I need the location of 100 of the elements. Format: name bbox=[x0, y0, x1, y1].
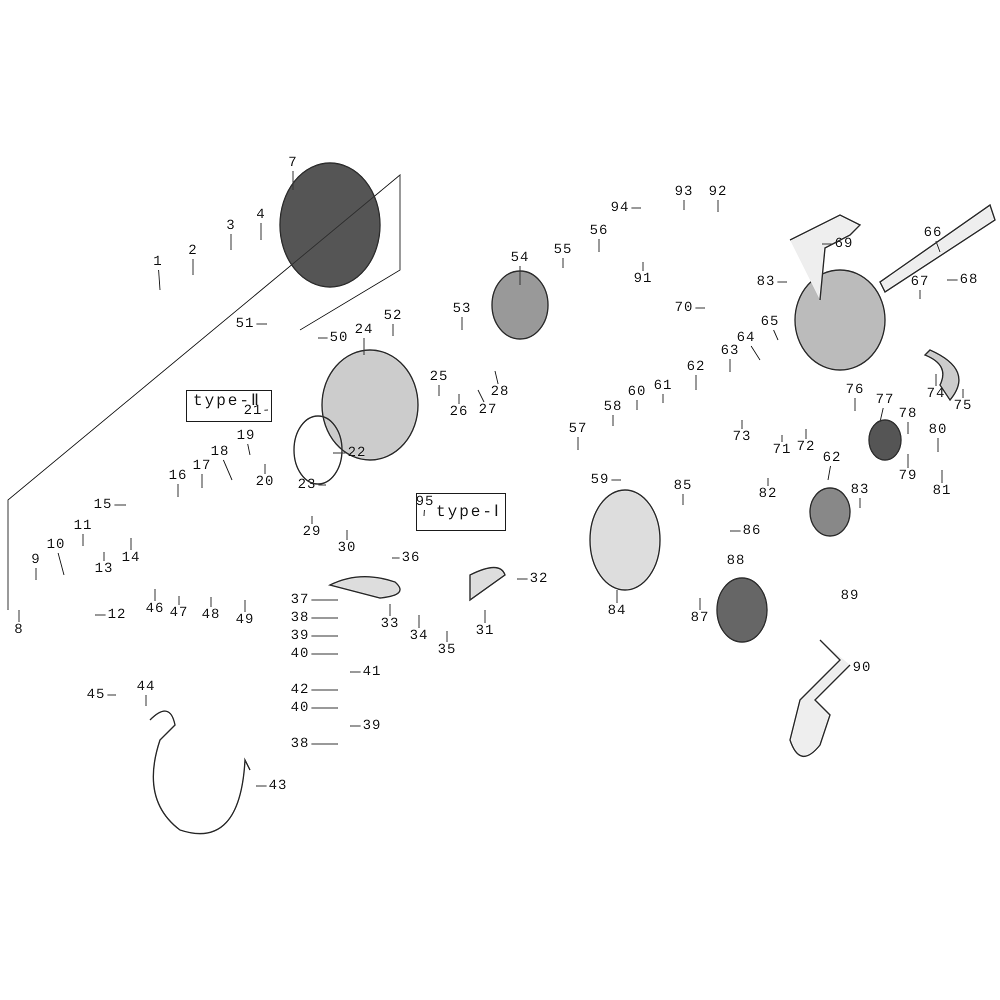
callout-number: 88 bbox=[726, 554, 746, 568]
callout-number: 76 bbox=[844, 383, 866, 397]
callout-number: 83 bbox=[756, 275, 776, 289]
callout-number: 38 bbox=[290, 611, 310, 625]
callout-number: 81 bbox=[932, 484, 952, 498]
leader-line bbox=[318, 484, 326, 486]
callout-number: 94 bbox=[610, 201, 630, 215]
callout-number: 17 bbox=[192, 459, 212, 473]
leader-line bbox=[264, 464, 266, 474]
callout-number: 90 bbox=[852, 661, 872, 675]
callout-number: 51 bbox=[234, 317, 256, 331]
callout-number: 28 bbox=[490, 385, 510, 399]
callout-number: 49 bbox=[234, 613, 256, 627]
callout-number: 33 bbox=[380, 617, 400, 631]
callout-number: 57 bbox=[568, 422, 588, 436]
callout-number: 91 bbox=[632, 272, 654, 286]
callout-number: 66 bbox=[922, 226, 944, 240]
callout-number: 36 bbox=[400, 551, 422, 565]
leader-line bbox=[424, 510, 425, 516]
callout-number: 37 bbox=[290, 593, 310, 607]
leader-line bbox=[516, 578, 528, 580]
callout-number: 40 bbox=[290, 647, 310, 661]
callout-number: 31 bbox=[474, 624, 496, 638]
callout-number: 65 bbox=[760, 315, 780, 329]
leader-line bbox=[82, 534, 84, 546]
leader-line bbox=[247, 444, 250, 456]
callout-number: 24 bbox=[354, 323, 374, 337]
leader-line bbox=[222, 460, 232, 480]
leader-line bbox=[484, 610, 486, 624]
leader-line bbox=[682, 494, 684, 506]
callout-number: 61 bbox=[652, 379, 674, 393]
leader-line bbox=[438, 384, 440, 396]
callout-number: 62 bbox=[822, 451, 842, 465]
leader-line bbox=[264, 410, 268, 411]
callout-number: 1 bbox=[152, 255, 164, 269]
callout-number: 39 bbox=[290, 629, 310, 643]
leader-line bbox=[230, 234, 232, 250]
leader-line bbox=[494, 370, 499, 384]
callout-number: 56 bbox=[588, 224, 610, 238]
callout-number: 42 bbox=[290, 683, 310, 697]
callout-number: 27 bbox=[478, 403, 498, 417]
leader-line bbox=[636, 400, 638, 410]
leader-line bbox=[662, 394, 664, 404]
callout-number: 55 bbox=[552, 243, 574, 257]
callout-number: 59 bbox=[590, 473, 610, 487]
leader-line bbox=[114, 504, 126, 506]
callout-number: 58 bbox=[602, 400, 624, 414]
callout-number: 74 bbox=[926, 387, 946, 401]
leader-line bbox=[154, 588, 156, 602]
callout-number: 22 bbox=[346, 446, 368, 460]
leader-line bbox=[18, 610, 20, 622]
leader-line bbox=[244, 600, 246, 612]
leader-line bbox=[94, 614, 106, 616]
callout-number: 26 bbox=[448, 405, 470, 419]
callout-number: 86 bbox=[742, 524, 762, 538]
callout-number: 2 bbox=[187, 244, 199, 258]
callout-number: 53 bbox=[452, 302, 472, 316]
leader-line bbox=[962, 388, 964, 398]
callout-number: 43 bbox=[268, 779, 288, 793]
leader-line bbox=[773, 330, 778, 340]
leader-line bbox=[346, 530, 348, 540]
callout-number: 73 bbox=[732, 430, 752, 444]
leader-line bbox=[935, 240, 940, 252]
leader-line bbox=[192, 258, 194, 276]
callout-number: 4 bbox=[255, 208, 267, 222]
leader-line bbox=[616, 590, 618, 604]
leader-line bbox=[332, 452, 346, 454]
callout-number: 29 bbox=[302, 525, 322, 539]
callout-number: 75 bbox=[952, 399, 974, 413]
callout-number: 41 bbox=[362, 665, 382, 679]
callout-number: 67 bbox=[910, 275, 930, 289]
callout-number: 62 bbox=[686, 360, 706, 374]
callout-number: 35 bbox=[436, 643, 458, 657]
leader-line bbox=[130, 538, 132, 550]
callout-number: 14 bbox=[120, 551, 142, 565]
callout-number: 46 bbox=[144, 602, 166, 616]
callout-number: 44 bbox=[136, 680, 156, 694]
leader-line bbox=[562, 258, 564, 268]
leader-line bbox=[730, 530, 742, 532]
callout-number: 47 bbox=[168, 606, 190, 620]
callout-number: 54 bbox=[510, 251, 530, 265]
callout-number: 10 bbox=[46, 538, 66, 552]
callout-number: 15 bbox=[92, 498, 114, 512]
leader-line bbox=[158, 270, 160, 290]
leader-line bbox=[642, 262, 644, 272]
callout-number: 93 bbox=[674, 185, 694, 199]
callout-number: 50 bbox=[328, 331, 350, 345]
callout-number: 7 bbox=[287, 156, 299, 170]
leader-line bbox=[598, 238, 600, 252]
callout-number: 80 bbox=[928, 423, 948, 437]
callout-number: 30 bbox=[336, 541, 358, 555]
callout-number: 63 bbox=[720, 344, 740, 358]
callout-number: 64 bbox=[736, 331, 756, 345]
callout-number: 84 bbox=[606, 604, 628, 618]
callout-number: 82 bbox=[758, 487, 778, 501]
callout-number: 40 bbox=[290, 701, 310, 715]
callout-number: 19 bbox=[236, 429, 256, 443]
leader-line bbox=[58, 552, 64, 576]
callout-number: 77 bbox=[874, 393, 896, 407]
callout-number: 39 bbox=[362, 719, 382, 733]
